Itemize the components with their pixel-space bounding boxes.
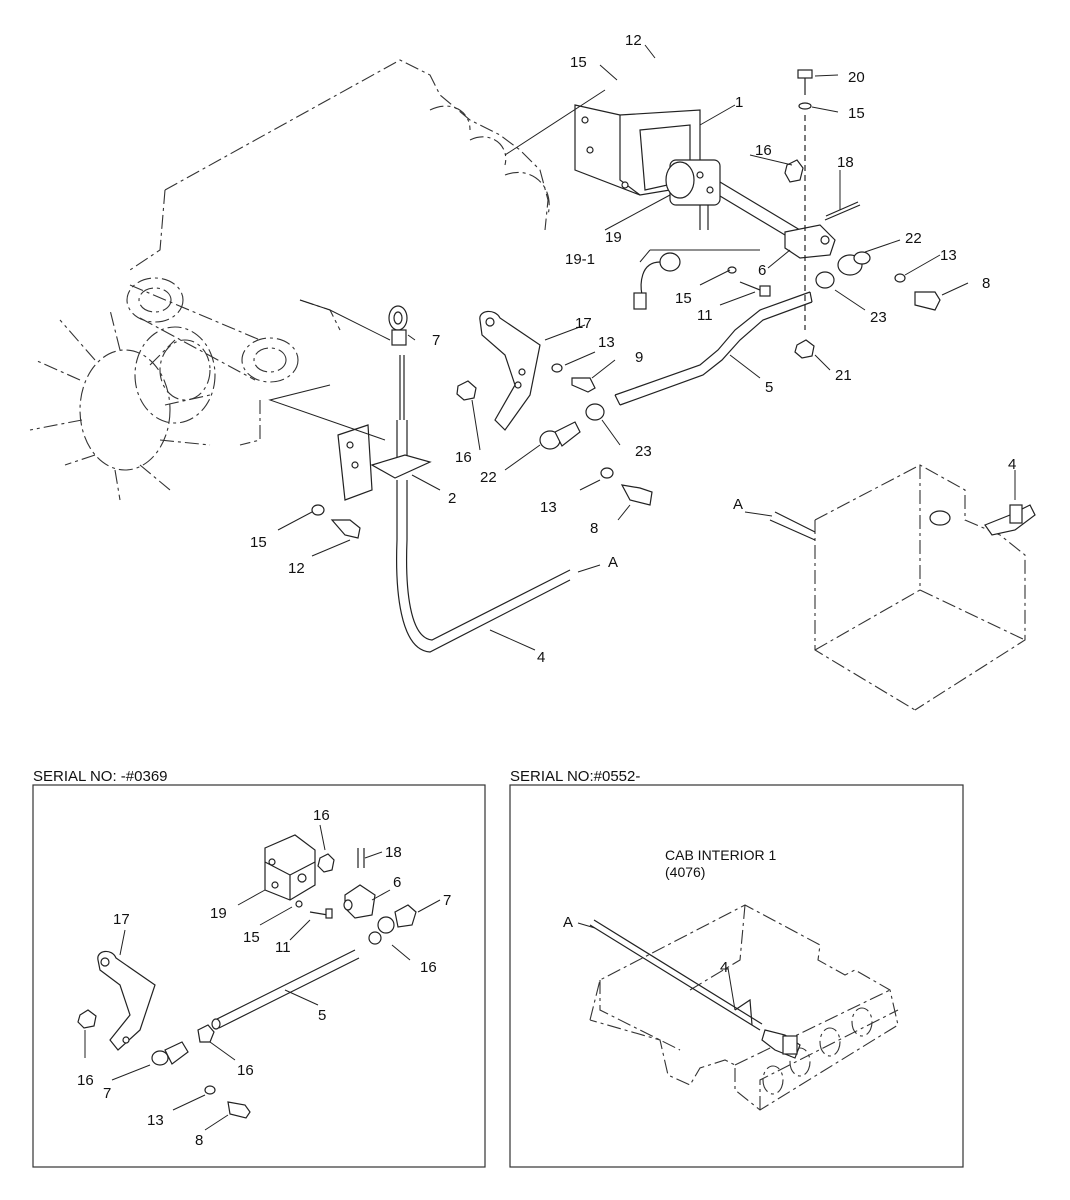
callout-21: 21 <box>835 367 852 384</box>
callout-19: 19 <box>605 229 622 246</box>
left-callout-15: 15 <box>243 929 260 946</box>
callout-11: 11 <box>697 307 713 324</box>
callout-18: 18 <box>837 154 854 171</box>
callout-6: 6 <box>758 262 766 279</box>
left-panel-title: SERIAL NO: -#0369 <box>33 768 168 785</box>
left-inset-panel: SERIAL NO: -#0369 16 1 <box>32 768 486 1168</box>
callout-16: 16 <box>755 142 772 159</box>
callout-20: 20 <box>848 69 865 86</box>
left-callout-16: 16 <box>313 807 330 824</box>
left-callout-8: 8 <box>195 1132 203 1149</box>
right-inset-panel: SERIAL NO:#0552- CAB INTERIOR 1 (4076) A… <box>509 768 964 1168</box>
left-callout-11: 11 <box>275 939 291 956</box>
callout-9: 9 <box>635 349 643 366</box>
callout-12b: 12 <box>288 560 305 577</box>
tank-outline <box>769 464 1026 711</box>
callout-23b: 23 <box>635 443 652 460</box>
left-callout-6: 6 <box>393 874 401 891</box>
cab-interior-code: (4076) <box>665 864 705 880</box>
lever-arm <box>456 310 653 506</box>
callout-4b: 4 <box>1008 456 1016 473</box>
right-panel-title: SERIAL NO:#0552- <box>510 768 640 785</box>
callout-16b: 16 <box>455 449 472 466</box>
left-callout-13: 13 <box>147 1112 164 1129</box>
callout-12: 12 <box>625 32 642 49</box>
link-rod <box>614 291 813 406</box>
left-callout-19: 19 <box>210 905 227 922</box>
main-assembly: 12 15 1 20 15 16 18 19 19-1 22 13 6 15 1… <box>29 32 1036 711</box>
left-callout-7b: 7 <box>103 1085 111 1102</box>
callout-13c: 13 <box>540 499 557 516</box>
cab-interior-caption: CAB INTERIOR 1 <box>665 847 776 863</box>
callout-5: 5 <box>765 379 773 396</box>
mount-bracket <box>574 69 941 359</box>
left-callout-16b: 16 <box>420 959 437 976</box>
callout-15: 15 <box>570 54 587 71</box>
callout-17: 17 <box>575 315 592 332</box>
callout-15c: 15 <box>675 290 692 307</box>
left-callout-7: 7 <box>443 892 451 909</box>
callout-23: 23 <box>870 309 887 326</box>
callout-8b: 8 <box>590 520 598 537</box>
callout-4: 4 <box>537 649 545 666</box>
cab-console-outline <box>589 904 899 1111</box>
callout-Ab: A <box>733 496 743 513</box>
left-callout-17: 17 <box>113 911 130 928</box>
left-callout-16d: 16 <box>77 1072 94 1089</box>
main-callouts: 12 15 1 20 15 16 18 19 19-1 22 13 6 15 1… <box>250 32 1016 666</box>
callout-A: A <box>608 554 618 571</box>
left-callout-16c: 16 <box>237 1062 254 1079</box>
callout-1: 1 <box>735 94 743 111</box>
engine-outline <box>29 59 550 501</box>
left-callout-5: 5 <box>318 1007 326 1024</box>
callout-2: 2 <box>448 490 456 507</box>
right-callout-4: 4 <box>720 959 728 976</box>
control-cable <box>311 305 571 653</box>
callout-22b: 22 <box>480 469 497 486</box>
callout-15b: 15 <box>848 105 865 122</box>
callout-8: 8 <box>982 275 990 292</box>
right-callout-A: A <box>563 914 573 931</box>
callout-7: 7 <box>432 332 440 349</box>
callout-13b: 13 <box>598 334 615 351</box>
fuel-fitting <box>984 504 1036 536</box>
callout-22: 22 <box>905 230 922 247</box>
leader-lines <box>268 44 1016 651</box>
callout-13: 13 <box>940 247 957 264</box>
callout-19-1: 19-1 <box>565 251 595 268</box>
left-callout-18: 18 <box>385 844 402 861</box>
callout-15d: 15 <box>250 534 267 551</box>
